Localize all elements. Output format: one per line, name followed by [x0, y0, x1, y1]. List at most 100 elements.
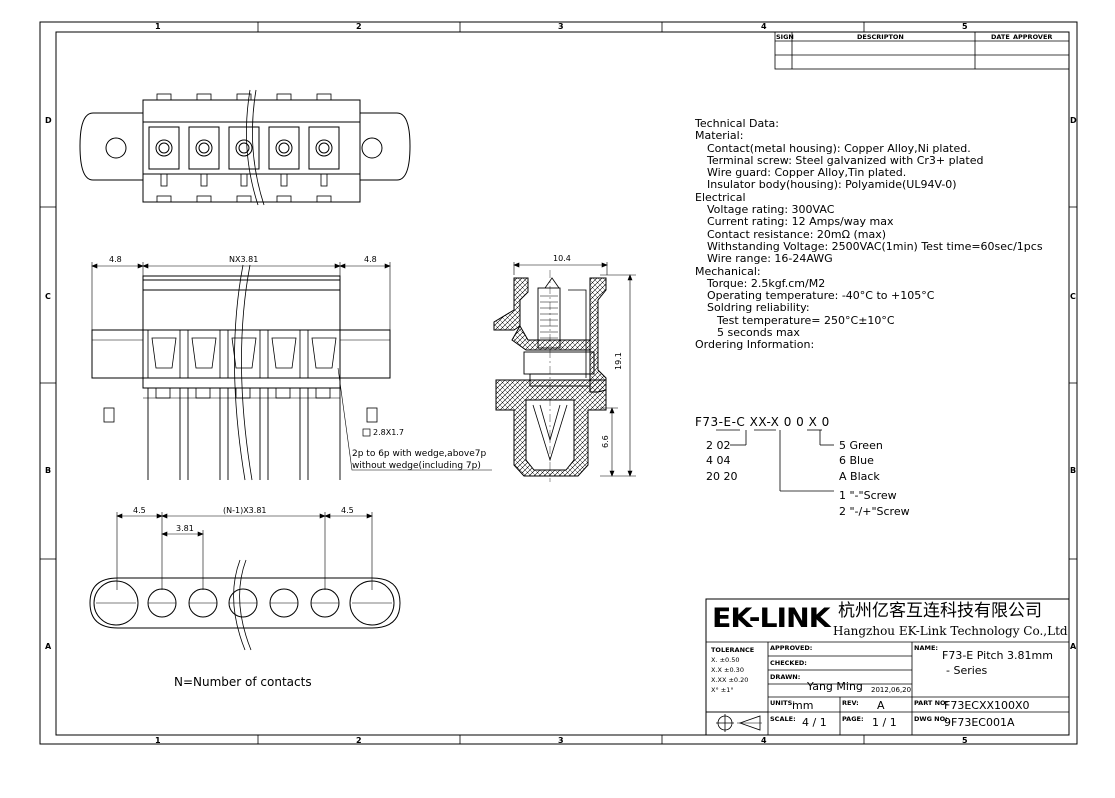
part-no-value: F73ECXX100X0	[944, 699, 1030, 712]
zone-left-d: D	[45, 116, 52, 125]
dwg-no-value: 9F73EC001A	[944, 716, 1015, 729]
page-value: 1 / 1	[872, 716, 897, 729]
zone-left-a: A	[45, 642, 52, 651]
zone-right-a: A	[1070, 642, 1077, 651]
tech-line: Mechanical:	[695, 264, 761, 278]
tech-line: Withstanding Voltage: 2500VAC(1min) Test…	[707, 239, 1043, 253]
rev-header-sign: SIGN	[776, 33, 794, 41]
drawn-by: Yang Ming	[807, 680, 863, 693]
rev-header-description: DESCRIPTON	[857, 33, 904, 41]
drawn-label: DRAWN:	[770, 673, 801, 681]
tech-line: Contact(metal housing): Copper Alloy,Ni …	[707, 141, 971, 155]
page-label: PAGE:	[842, 715, 864, 723]
tolerance-label: TOLERANCE	[711, 646, 755, 654]
tech-line: Test temperature= 250°C±10°C	[717, 313, 895, 327]
ordering-screw-0: 1 "-"Screw	[839, 489, 897, 502]
tech-line: Terminal screw: Steel galvanized with Cr…	[707, 153, 984, 167]
side-section-view	[493, 262, 636, 482]
zone-right-b: B	[1070, 466, 1077, 475]
tech-line: Technical Data:	[695, 117, 779, 130]
dim-side-width: 10.4	[553, 254, 571, 263]
ordering-color-1: 6 Blue	[839, 454, 874, 467]
zone-top-5: 5	[962, 22, 968, 31]
note-wedge-2: without wedge(including 7p)	[352, 461, 481, 471]
ordering-color-2: A Black	[839, 470, 880, 483]
checked-label: CHECKED:	[770, 659, 807, 667]
zone-bottom-3: 3	[558, 736, 564, 745]
dim-bottom-right: 4.5	[341, 506, 354, 515]
zone-left-b: B	[45, 466, 52, 475]
ordering-screw-1: 2 "-/+"Screw	[839, 505, 910, 518]
ordering-leaders	[716, 429, 834, 492]
name-label: NAME:	[914, 644, 938, 652]
zone-bottom-4: 4	[761, 736, 767, 745]
legend-contacts: N=Number of contacts	[174, 675, 312, 689]
dim-bottom-pitch: 3.81	[176, 524, 194, 533]
zone-bottom-1: 1	[155, 736, 161, 745]
front-view	[91, 262, 492, 481]
ordering-pins-1: 4 04	[706, 454, 731, 467]
tolerance-0: X. ±0.50	[711, 656, 740, 664]
tech-line: Material:	[695, 129, 744, 143]
note-wedge-1: 2p to 6p with wedge,above7p	[352, 449, 487, 459]
revision-table	[774, 31, 1070, 70]
tolerance-3: X° ±1°	[711, 686, 734, 694]
company-name-en: Hangzhou EK-Link Technology Co.,Ltd	[833, 624, 1068, 638]
name-value-2: - Series	[946, 664, 988, 677]
company-name-cn: 杭州亿客互连科技有限公司	[838, 601, 1042, 621]
name-value-1: F73-E Pitch 3.81mm	[942, 649, 1053, 662]
rev-value: A	[877, 699, 885, 712]
zone-bottom-2: 2	[356, 736, 362, 745]
rev-header-approver: APPROVER	[1013, 33, 1053, 41]
ordering-color-0: 5 Green	[839, 439, 883, 452]
zone-right-c: C	[1070, 292, 1076, 301]
tech-line: Current rating: 12 Amps/way max	[707, 215, 894, 229]
drawn-date: 2012,06,20	[871, 686, 912, 694]
zone-top-2: 2	[356, 22, 362, 31]
zone-top-4: 4	[761, 22, 767, 31]
dwg-no-label: DWG NO:	[914, 715, 948, 723]
dim-height: 19.1	[614, 352, 623, 370]
zone-dividers	[40, 22, 1077, 744]
tech-line: Wire guard: Copper Alloy,Tin plated.	[707, 166, 907, 180]
zone-top-1: 1	[155, 22, 161, 31]
part-no-label: PART NO:	[914, 699, 949, 707]
ordering-code: F73-E-C XX-X 0 0 X 0	[695, 415, 830, 429]
zone-right-d: D	[1070, 116, 1077, 125]
dim-pin-length: 6.6	[601, 435, 610, 448]
tech-line: 5 seconds max	[717, 326, 800, 340]
company-logo: EK-LINK	[712, 603, 831, 634]
rev-header-date: DATE	[991, 33, 1010, 41]
zone-top-3: 3	[558, 22, 564, 31]
dim-bottom-left: 4.5	[133, 506, 146, 515]
tech-line: Electrical	[695, 190, 746, 204]
top-view	[79, 89, 411, 206]
zone-bottom-5: 5	[962, 736, 968, 745]
dim-right-end: 4.8	[364, 255, 377, 264]
tech-line: Voltage rating: 300VAC	[707, 203, 835, 217]
scale-label: SCALE:	[770, 715, 796, 723]
tech-line: Ordering Information:	[695, 338, 815, 352]
tech-line: Contact resistance: 20mΩ (max)	[707, 227, 887, 241]
tech-line: Torque: 2.5kgf.cm/M2	[707, 276, 826, 290]
title-block-lines	[705, 598, 1070, 736]
tech-line: Soldring reliability:	[707, 301, 810, 315]
units-label: UNITS:	[770, 699, 795, 707]
units-value: mm	[792, 699, 814, 712]
dim-left-end: 4.8	[109, 255, 122, 264]
tech-line: Operating temperature: -40°C to +105°C	[707, 289, 935, 303]
bottom-view	[89, 512, 401, 651]
tolerance-2: X.XX ±0.20	[711, 676, 749, 684]
tech-line: Insulator body(housing): Polyamide(UL94V…	[707, 178, 957, 192]
scale-value: 4 / 1	[802, 716, 827, 729]
tech-line: Wire range: 16-24AWG	[707, 252, 833, 266]
technical-data: Technical Data:Material:Contact(metal ho…	[695, 117, 1043, 352]
zone-left-c: C	[45, 292, 51, 301]
dim-pin-square: 2.8X1.7	[373, 428, 404, 437]
approved-label: APPROVED:	[770, 644, 813, 652]
dim-pitch-total: NX3.81	[229, 255, 259, 264]
ordering-pins-2: 20 20	[706, 470, 738, 483]
dim-bottom-total: (N-1)X3.81	[223, 506, 267, 515]
